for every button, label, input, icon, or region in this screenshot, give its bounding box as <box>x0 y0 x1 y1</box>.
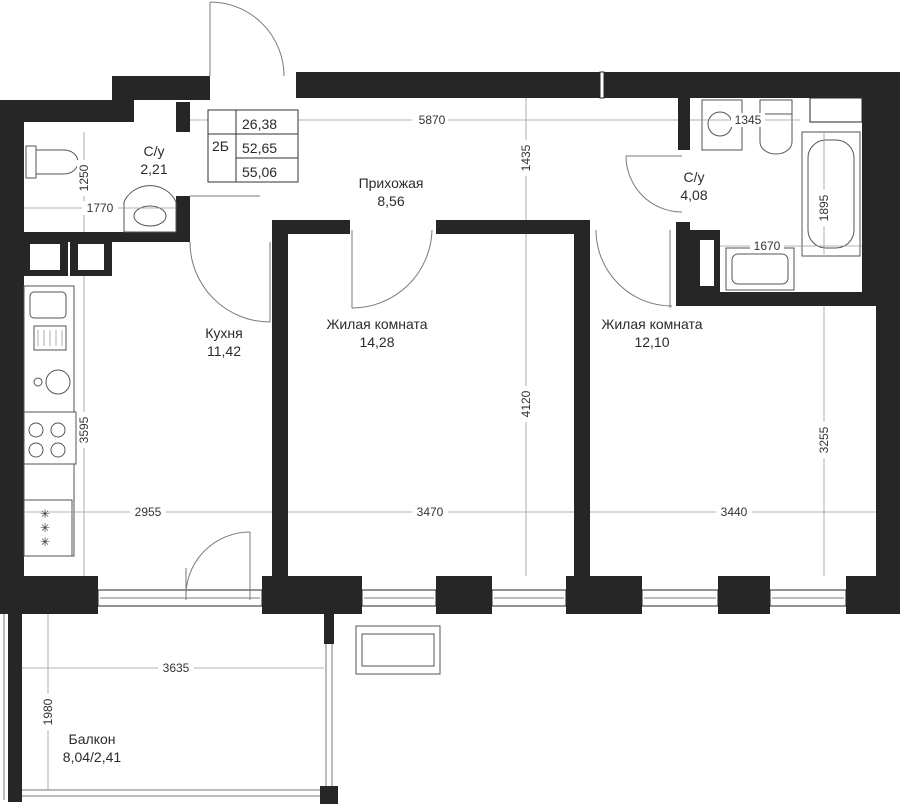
windows <box>3 71 863 800</box>
room-name-kitchen: Кухня <box>205 325 242 341</box>
room-area-hall: 8,56 <box>377 193 404 209</box>
room-area-living1: 14,28 <box>359 334 394 350</box>
unit-code: 2Б <box>212 138 229 154</box>
unit-area-living: 26,38 <box>242 116 277 132</box>
room-area-balcony: 8,04/2,41 <box>63 749 122 765</box>
dishwasher-icon <box>45 369 71 395</box>
fridge-icon <box>23 499 73 557</box>
room-name-bath1: С/у <box>144 143 165 159</box>
room-name-balcony: Балкон <box>69 731 116 747</box>
dim-balcony-depth: 1980 <box>41 698 55 725</box>
dim-kitchen-width: 2955 <box>135 505 162 519</box>
walls <box>0 72 900 804</box>
room-name-bath2: С/у <box>684 169 705 185</box>
room-name-living1: Жилая комната <box>326 316 427 332</box>
dim-bath2-top: 1345 <box>735 113 762 127</box>
dim-hall-depth: 1435 <box>519 144 533 171</box>
dim-bath1-depth: 1250 <box>77 164 91 191</box>
kitchen-sink-icon <box>29 291 67 319</box>
dim-living2-depth: 3255 <box>817 426 831 453</box>
dim-bath2-tub: 1895 <box>817 194 831 221</box>
room-labels: С/у 2,21 Прихожая 8,56 С/у 4,08 Кухня 11… <box>63 143 708 765</box>
unit-area-total: 52,65 <box>242 140 277 156</box>
room-name-living2: Жилая комната <box>601 316 702 332</box>
dim-living1-depth: 4120 <box>519 390 533 417</box>
svg-text:✳: ✳ <box>40 507 50 521</box>
fixtures: ✳ ✳ ✳ <box>23 99 861 557</box>
toilet-icon <box>25 145 37 179</box>
dimension-labels: 5870 1435 1250 1770 1345 1895 1670 3595 … <box>41 113 831 730</box>
unit-info-box: 2Б 26,38 52,65 55,06 <box>207 109 299 183</box>
dim-hall-width: 5870 <box>419 113 446 127</box>
room-area-kitchen: 11,42 <box>207 343 241 359</box>
dim-balcony-width: 3635 <box>163 661 190 675</box>
radiator <box>355 625 441 675</box>
dim-living2-width: 3440 <box>721 505 748 519</box>
dim-living1-width: 3470 <box>417 505 444 519</box>
dim-kitchen-depth: 3595 <box>77 416 91 443</box>
svg-text:✳: ✳ <box>40 535 50 549</box>
dim-bath1-width: 1770 <box>87 201 114 215</box>
unit-area-with-balcony: 55,06 <box>242 164 277 180</box>
room-area-bath1: 2,21 <box>140 161 167 177</box>
room-area-living2: 12,10 <box>634 334 669 350</box>
toilet-icon <box>759 113 793 155</box>
dim-bath2-width: 1670 <box>754 239 781 253</box>
doors <box>185 1 683 601</box>
room-area-bath2: 4,08 <box>680 187 707 203</box>
svg-text:✳: ✳ <box>40 521 50 535</box>
room-name-hall: Прихожая <box>359 175 424 191</box>
